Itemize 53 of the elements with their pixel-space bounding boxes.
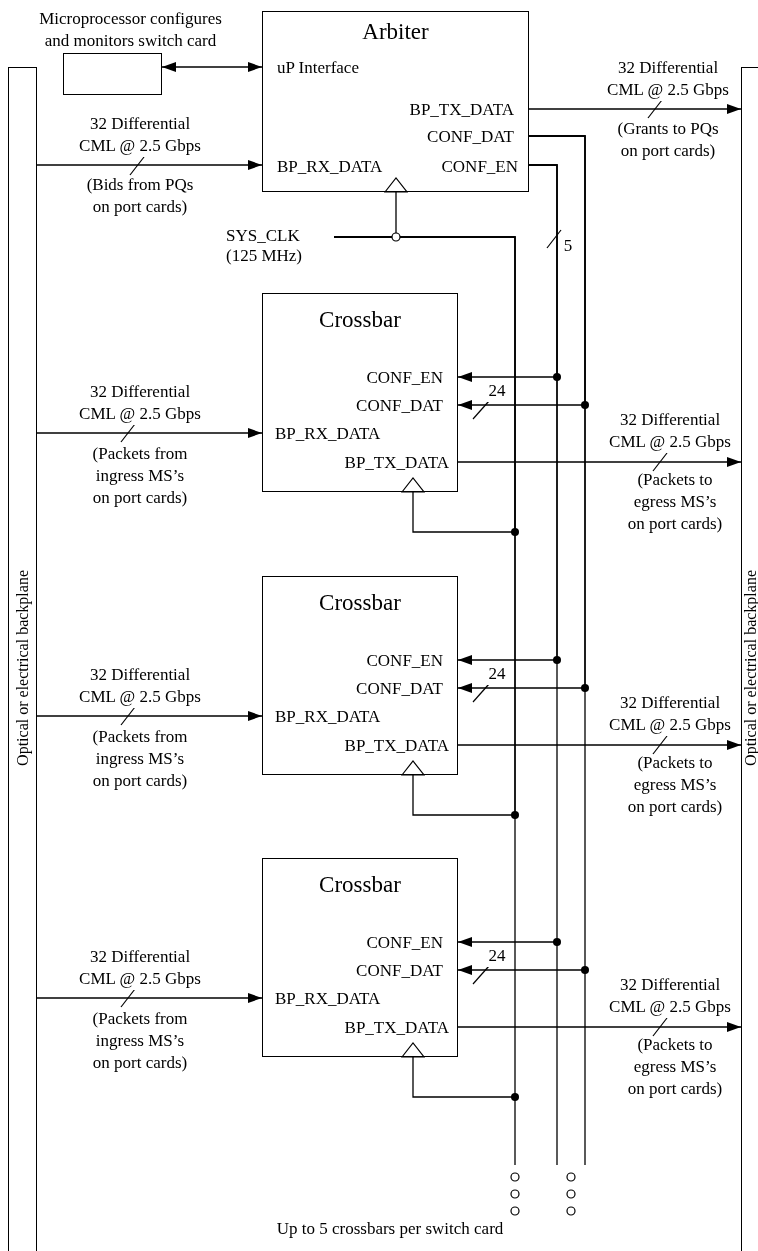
chip-block [262, 11, 529, 192]
port-label: CONF_DAT [356, 395, 443, 417]
arrow [528, 104, 742, 114]
port-label: BP_TX_DATA [409, 99, 514, 121]
arrow [333, 236, 516, 1098]
arrow [36, 428, 263, 438]
port-label: CONF_DAT [427, 126, 514, 148]
port-label: BP_RX_DATA [275, 706, 381, 728]
chip-block [262, 576, 458, 775]
port-label: uP Interface [277, 57, 359, 79]
chip-block [262, 293, 458, 492]
arrow [36, 993, 263, 1003]
port-label: BP_TX_DATA [344, 452, 449, 474]
node-caption: Microprocessor configures and monitors switch card [38, 8, 223, 52]
port-label: BP_RX_DATA [275, 988, 381, 1010]
port-label: CONF_EN [366, 932, 443, 954]
caption: Up to 5 crossbars per switch card [275, 1218, 505, 1240]
signal-note: (Packets to egress MS’s on port cards) [626, 752, 724, 818]
backplane-label: Optical or electrical backplane [13, 569, 32, 766]
port-label: CONF_EN [441, 156, 518, 178]
backplane-band [8, 67, 37, 1251]
arrow [457, 740, 742, 750]
port-label: CONF_DAT [356, 960, 443, 982]
clock-label: SYS_CLK (125 MHz) [226, 226, 334, 270]
arrow [457, 1022, 742, 1032]
port-label: BP_TX_DATA [344, 735, 449, 757]
arrow [457, 164, 558, 947]
port-label: CONF_EN [366, 650, 443, 672]
port-label: CONF_EN [366, 367, 443, 389]
block-title: Crossbar [318, 589, 402, 617]
signal-note: (Grants to PQs on port cards) [616, 118, 720, 162]
port-label: BP_TX_DATA [344, 1017, 449, 1039]
port-label: BP_RX_DATA [275, 423, 381, 445]
arrow [457, 135, 586, 975]
arrow [161, 62, 263, 72]
signal-note: (Packets from ingress MS’s on port cards) [91, 1008, 189, 1074]
arrow [457, 457, 742, 467]
bus-width-label: 5 [562, 235, 574, 257]
block-title: Arbiter [361, 18, 430, 46]
chip-block [262, 858, 458, 1057]
backplane-band [741, 67, 758, 1251]
arrow [36, 711, 263, 721]
port-label: BP_RX_DATA [277, 156, 383, 178]
signal-note: (Bids from PQs on port cards) [85, 174, 195, 218]
block-title: Crossbar [318, 306, 402, 334]
processor-box [63, 53, 162, 95]
signal-note: (Packets from ingress MS’s on port cards) [91, 726, 189, 792]
port-label: CONF_DAT [356, 678, 443, 700]
arrow [36, 160, 263, 170]
signal-note: (Packets from ingress MS’s on port cards) [91, 443, 189, 509]
block-title: Crossbar [318, 871, 402, 899]
signal-note: (Packets to egress MS’s on port cards) [626, 1034, 724, 1100]
signal-note: (Packets to egress MS’s on port cards) [626, 469, 724, 535]
